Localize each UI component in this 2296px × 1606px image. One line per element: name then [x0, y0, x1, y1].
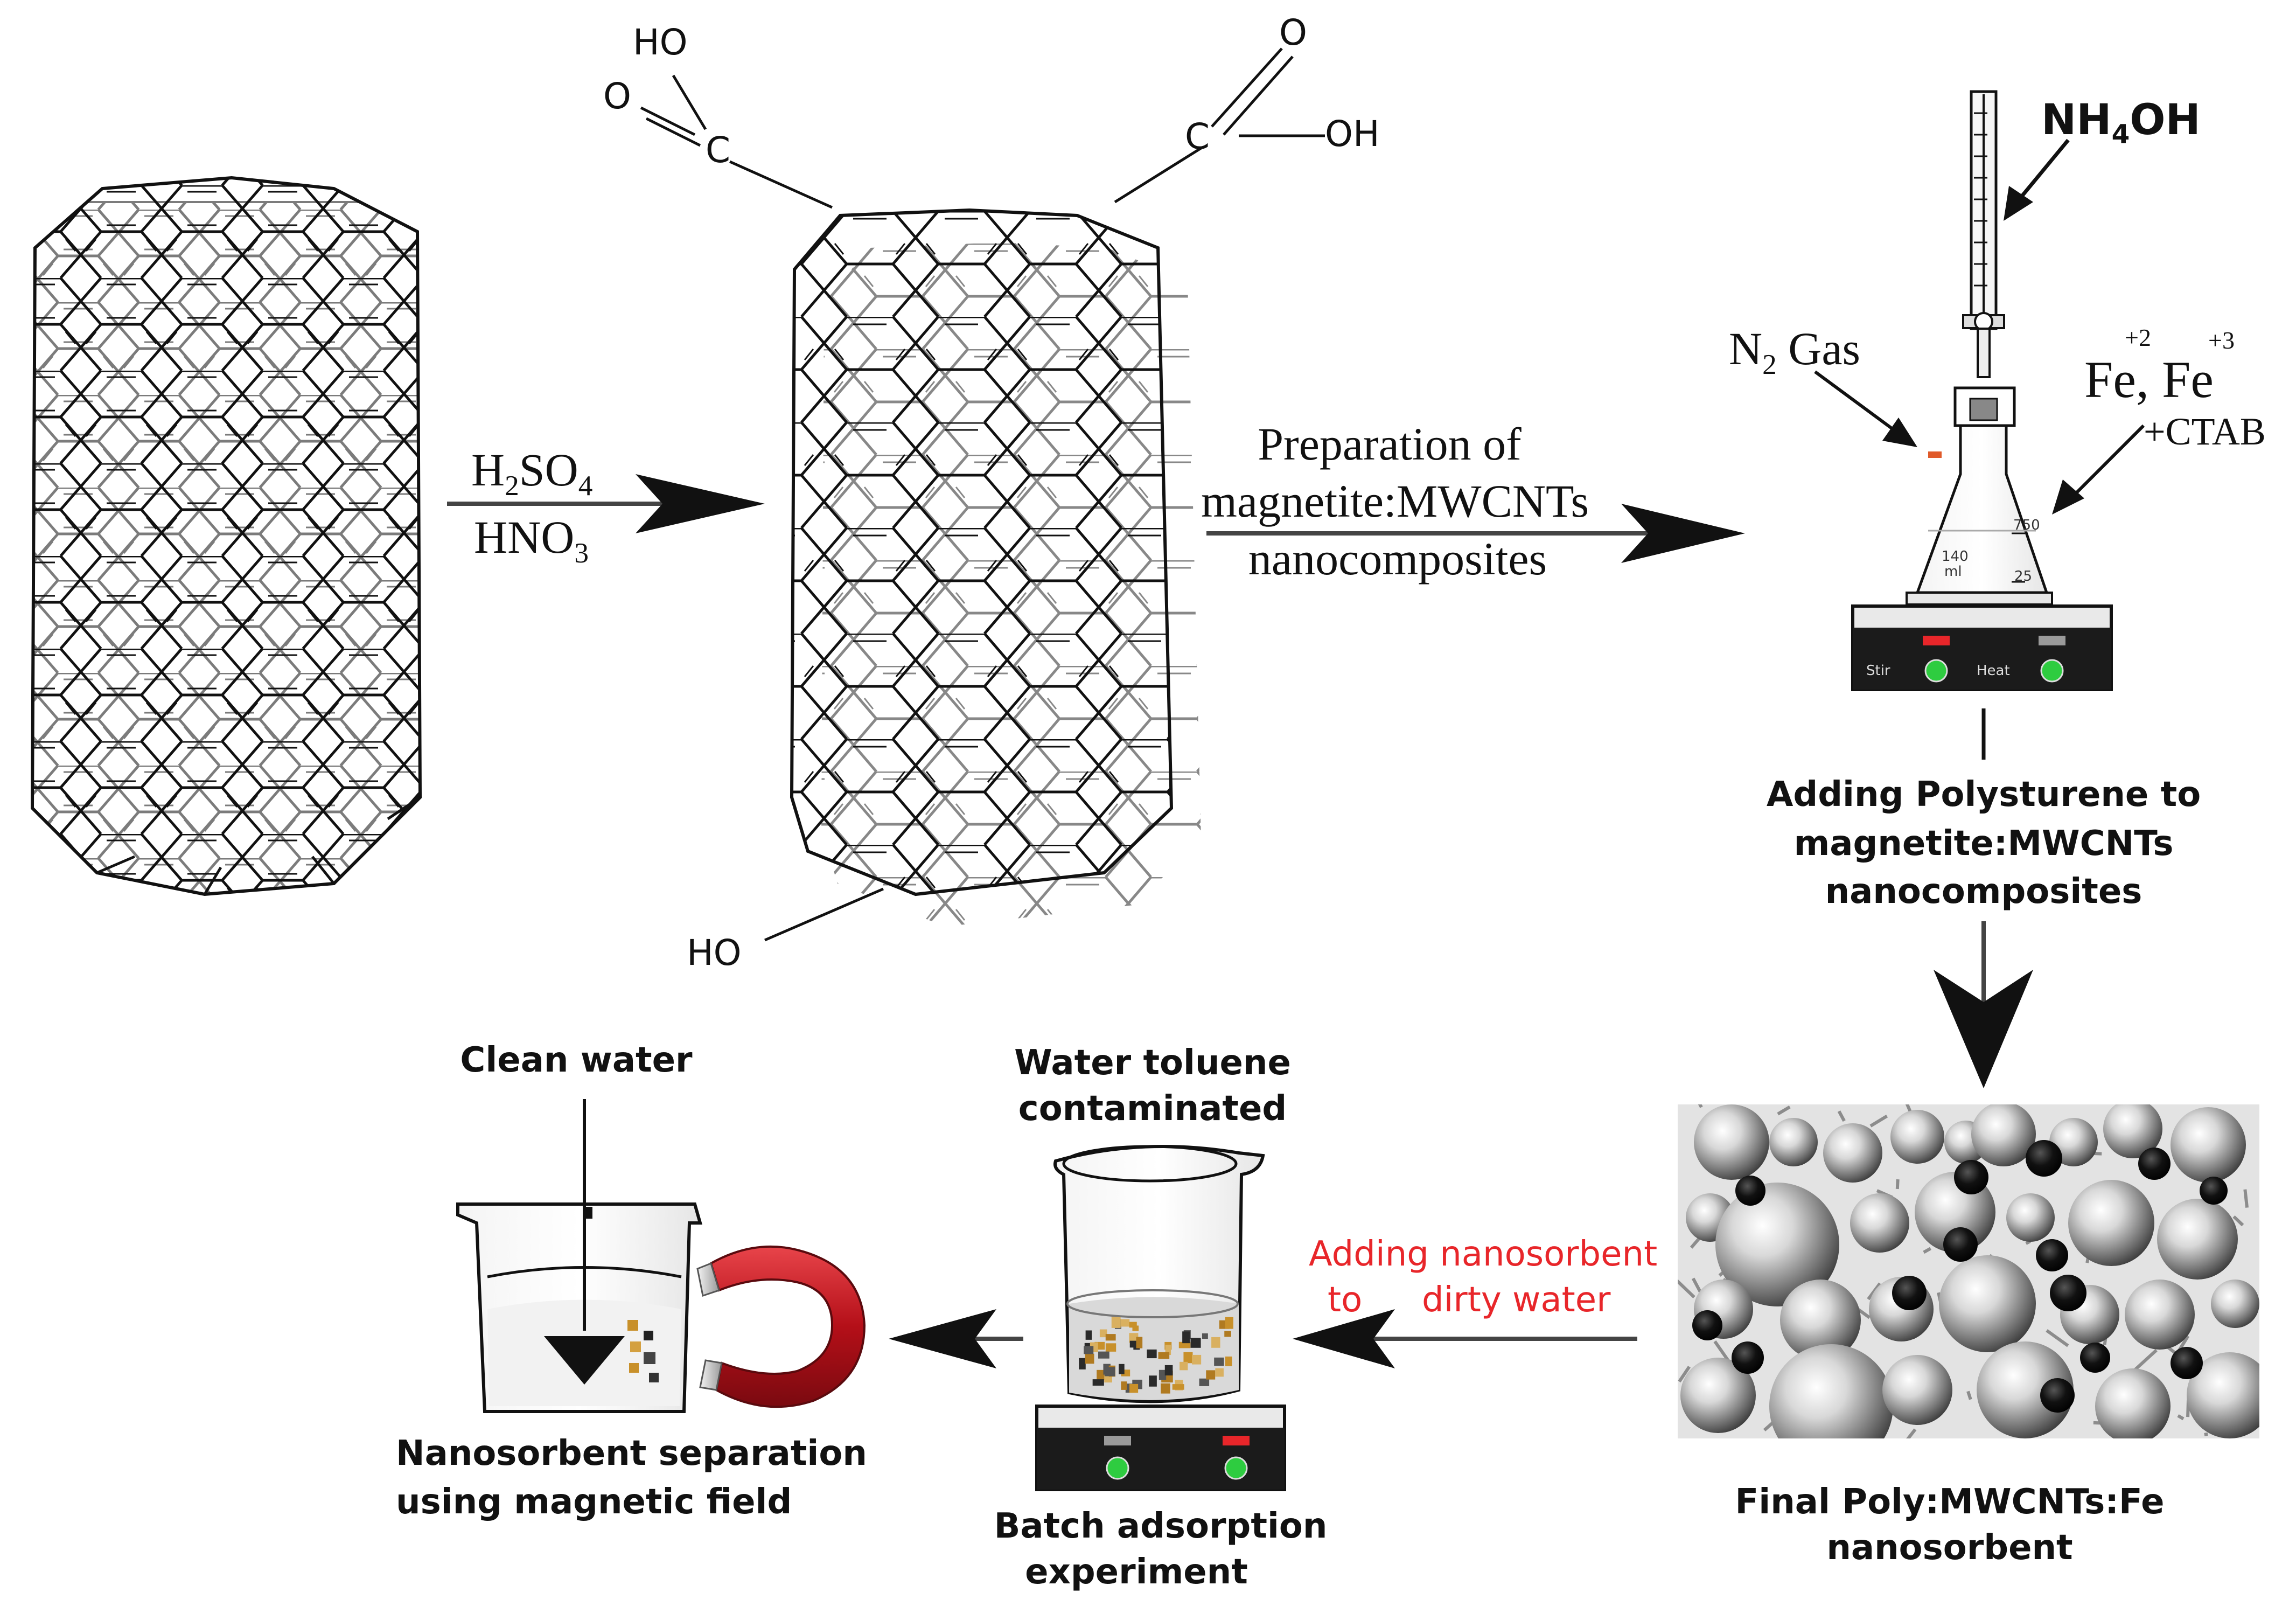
separation-beaker	[458, 1099, 864, 1412]
magnetite-particle	[1954, 1160, 1988, 1194]
flask-mark-25: 25	[2014, 568, 2032, 585]
magnetite-particle	[2040, 1378, 2075, 1413]
reagent-hno3: HNO3	[474, 509, 589, 581]
magnetite-particle	[1892, 1276, 1927, 1310]
ctab-label: +CTAB	[2144, 409, 2266, 454]
polymer-sphere	[2006, 1193, 2055, 1242]
polymer-sphere	[2171, 1107, 2246, 1183]
separation-line2: using magnetic field	[396, 1479, 792, 1525]
step3-line3: nanocomposites	[1825, 868, 2143, 915]
polymer-sphere	[2068, 1180, 2154, 1266]
reagent-nh4oh: NH4OH	[2041, 96, 2201, 150]
group-c-top-left: C	[706, 129, 730, 171]
separation-line1: Nanosorbent separation	[396, 1430, 867, 1477]
batch-bottom-line2: experiment	[1025, 1549, 1248, 1595]
iron-ions: Fe, Fe	[2084, 350, 2214, 409]
step2-line1: Preparation of	[1258, 416, 1522, 472]
polymer-sphere	[1694, 1104, 1769, 1180]
iron-charge-3: +3	[2208, 326, 2235, 354]
group-oh-top-right: OH	[1325, 113, 1380, 155]
plate-heat-label: Heat	[1977, 663, 2010, 679]
magnetite-particle	[2026, 1140, 2062, 1177]
step2-line2: magnetite:MWCNTs	[1201, 473, 1589, 529]
group-c-top-right: C	[1185, 116, 1210, 157]
step4-line2a: to	[1328, 1277, 1362, 1323]
polymer-sphere	[1769, 1118, 1818, 1166]
step3-line1: Adding Polysturene to	[1767, 771, 2201, 818]
gas-n2: N2 Gas	[1729, 321, 1860, 392]
polymer-sphere	[1890, 1110, 1944, 1164]
magnetite-particle	[2200, 1177, 2228, 1205]
flask-mark-750: 750	[2013, 517, 2040, 533]
arrow-to-separation	[889, 1309, 1023, 1368]
nanosorbent-image	[1676, 1097, 2273, 1468]
polymer-sphere	[2095, 1368, 2171, 1444]
magnetite-particle	[2036, 1239, 2068, 1271]
flask-mark-ml: ml	[1944, 564, 1962, 580]
magnetite-particle	[1692, 1310, 1722, 1340]
batch-top-line2: contaminated	[1018, 1086, 1287, 1132]
magnetite-particle	[1732, 1341, 1764, 1374]
pristine-mwcnt	[22, 172, 442, 935]
reagent-h2so4: H2SO4	[471, 442, 592, 513]
step2-line3: nanocomposites	[1248, 531, 1547, 587]
batch-top-line1: Water toluene	[1014, 1040, 1291, 1086]
batch-bottom-line1: Batch adsorption	[994, 1503, 1328, 1549]
polymer-sphere	[2125, 1280, 2195, 1350]
magnetite-particle	[1943, 1227, 1978, 1262]
polymer-sphere	[1823, 1123, 1882, 1183]
group-ho-bottom: HO	[687, 932, 742, 974]
polymer-sphere	[1882, 1355, 1952, 1425]
magnetite-particle	[2138, 1148, 2171, 1180]
polymer-sphere	[2211, 1280, 2259, 1328]
iron-charge-2: +2	[2125, 323, 2151, 352]
polymer-sphere	[1939, 1255, 2036, 1352]
polymer-sphere	[1769, 1344, 1893, 1468]
group-o-top-right: O	[1279, 12, 1307, 53]
polymer-sphere	[1850, 1193, 1909, 1253]
product-line1: Final Poly:MWCNTs:Fe	[1735, 1479, 2165, 1525]
clean-water-label: Clean water	[460, 1037, 692, 1083]
step4-line2b: dirty water	[1422, 1277, 1610, 1323]
product-line2: nanosorbent	[1826, 1525, 2072, 1571]
plate-stir-label: Stir	[1866, 663, 1890, 679]
group-o-top-left: O	[603, 75, 631, 117]
synthesis-apparatus	[1815, 92, 2144, 760]
magnetite-particle	[2080, 1343, 2110, 1373]
magnetite-particle	[2050, 1275, 2086, 1311]
flask-mark-140: 140	[1942, 548, 1969, 565]
batch-beaker	[1037, 1146, 1285, 1490]
polymer-sphere	[2157, 1199, 2238, 1280]
magnetite-particle	[2171, 1347, 2203, 1379]
arrow-to-product	[1934, 921, 2033, 1088]
magnetite-particle	[1735, 1176, 1765, 1206]
step3-line2: magnetite:MWCNTs	[1794, 821, 2174, 867]
step4-line1: Adding nanosorbent	[1309, 1231, 1657, 1277]
group-ho-top-left: HO	[633, 22, 688, 63]
